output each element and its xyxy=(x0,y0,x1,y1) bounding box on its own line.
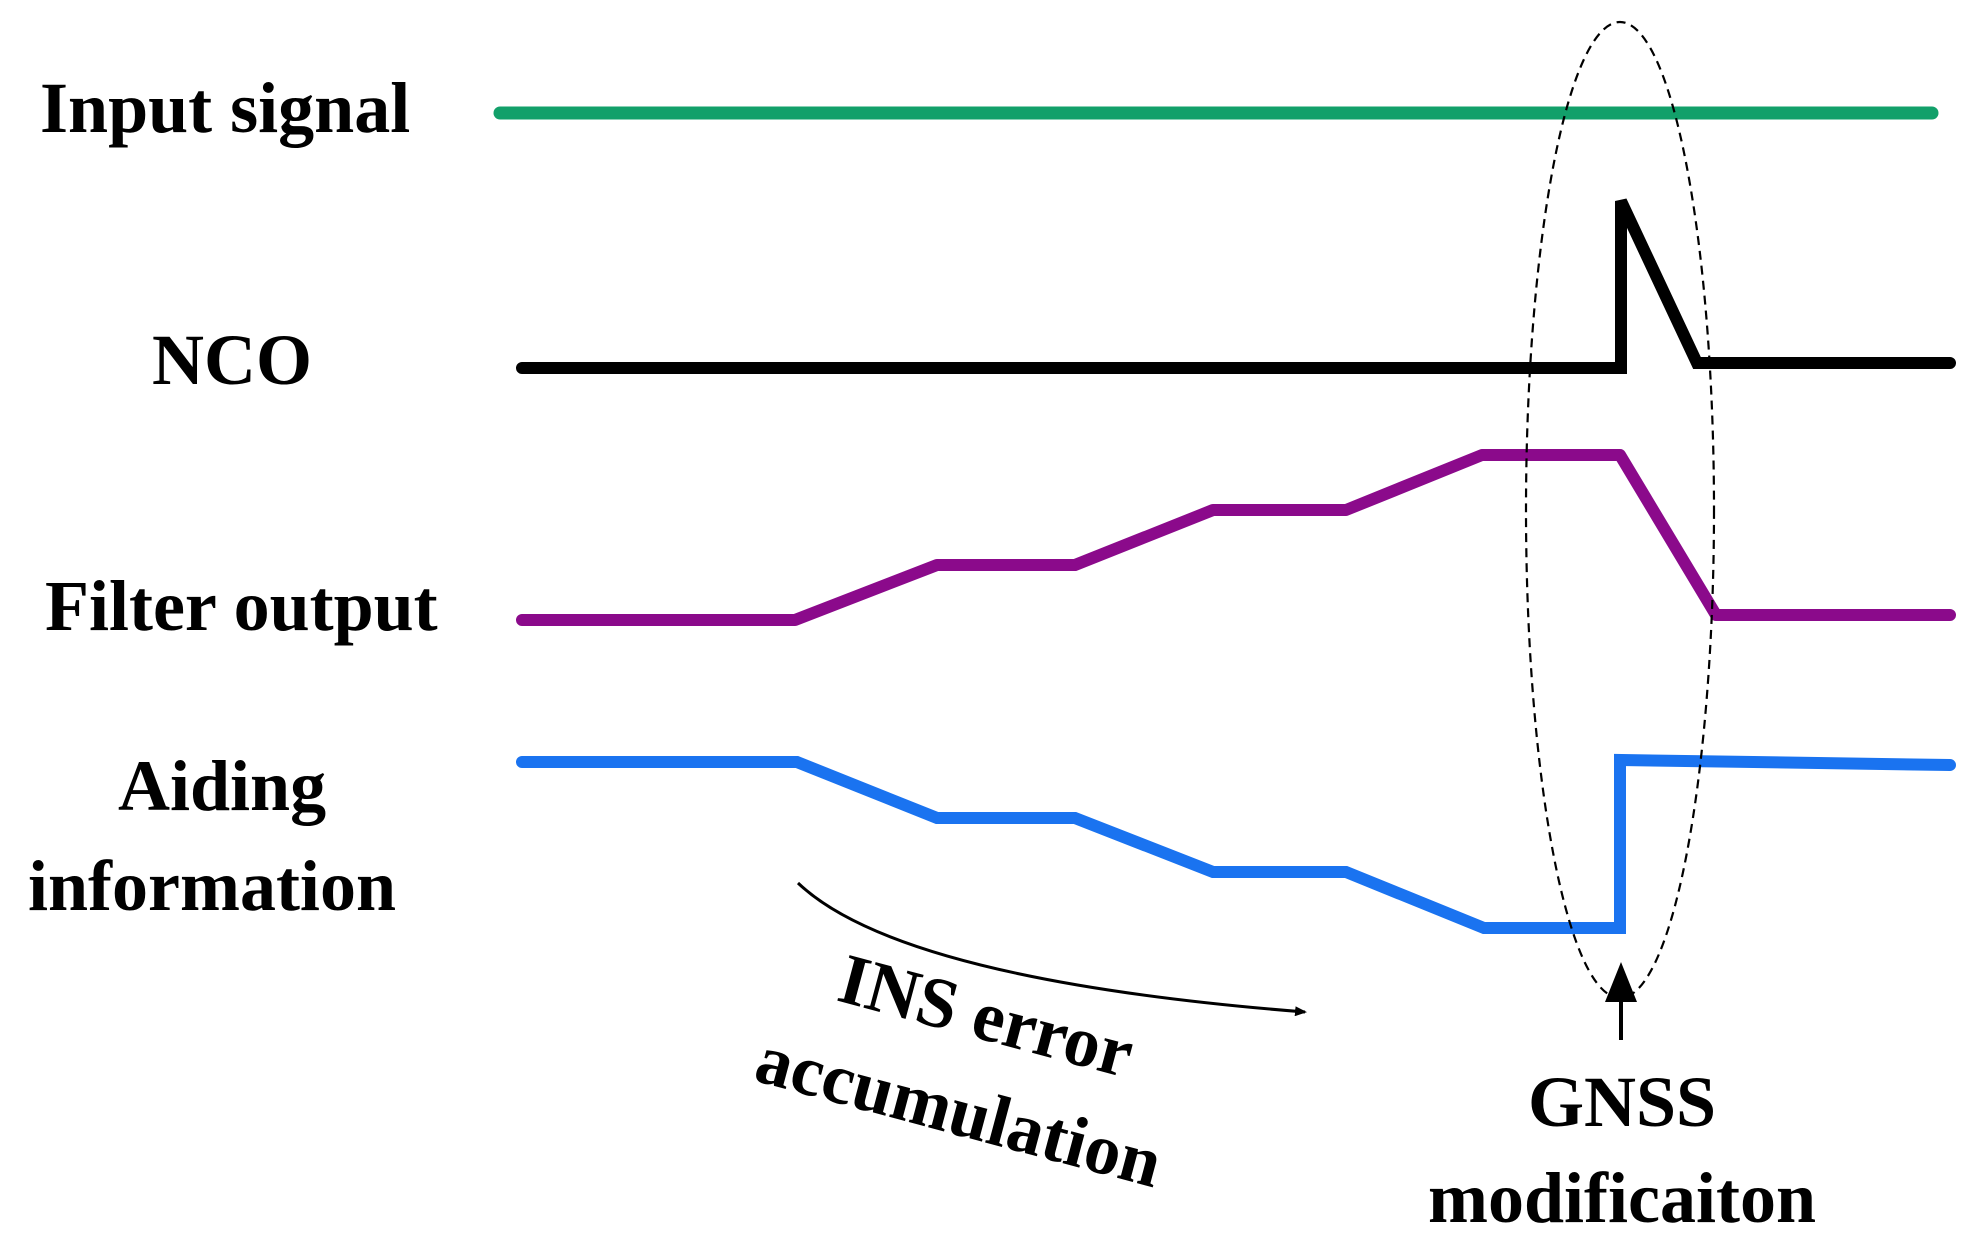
label-nco: NCO xyxy=(152,320,312,400)
label-gnss-line2: modificaiton xyxy=(1428,1158,1816,1238)
nco-line xyxy=(516,198,1956,374)
label-aiding-line1: Aiding xyxy=(118,746,326,826)
label-input-signal: Input signal xyxy=(40,68,410,148)
label-filter-output: Filter output xyxy=(45,566,438,646)
ins-error-arrow xyxy=(796,881,1307,1017)
label-aiding-line2: information xyxy=(28,846,396,926)
filter-output-line xyxy=(516,449,1956,626)
label-gnss-line1: GNSS xyxy=(1528,1062,1716,1142)
aiding-information-line xyxy=(516,753,1956,934)
gnss-arrow-head xyxy=(1605,962,1637,1002)
